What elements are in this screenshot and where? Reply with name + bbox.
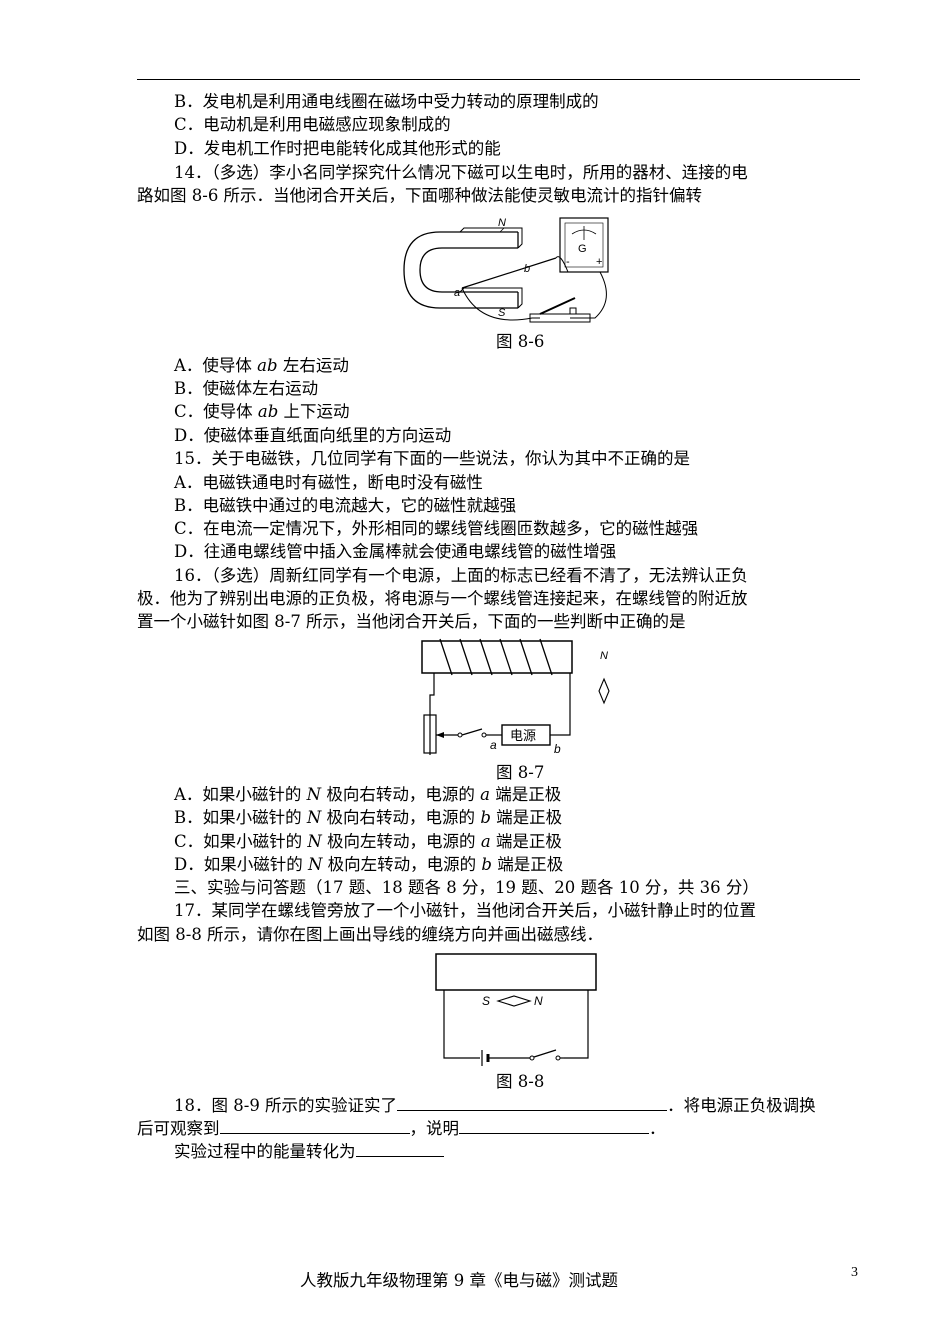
fig87-label-b: b [554,742,561,756]
page-number: 3 [851,1265,858,1280]
q16-option-d: D．如果小磁针的 N 极向左转动，电源的 b 端是正极 [174,855,564,874]
figure-8-8: S N [435,953,597,1066]
fig86-label-s: S [498,307,506,319]
q14-option-c: C．使导体 ab 上下运动 [174,402,350,421]
fig86-label-n: N [498,217,506,229]
q14-stem-line2: 路如图 8-6 所示．当他闭合开关后，下面哪种做法能使灵敏电流计的指针偏转 [137,186,703,205]
q18-line2: 后可观察到，说明． [137,1118,666,1138]
q16-stem-line3: 置一个小磁针如图 8-7 所示，当他闭合开关后，下面的一些判断中正确的是 [137,612,686,631]
figure-8-7: 电源 a b N [421,638,610,756]
compass-needle-icon [496,995,532,1007]
q15-option-a: A．电磁铁通电时有磁性，断电时没有磁性 [174,473,483,492]
q18-blank-3[interactable] [459,1118,649,1134]
q13-option-b: B．发电机是利用通电线圈在磁场中受力转动的原理制成的 [174,92,599,111]
section-3-heading: 三、实验与问答题（17 题、18 题各 8 分，19 题、20 题各 10 分，… [174,878,759,897]
figure-8-7-caption: 图 8-7 [496,763,545,782]
header-rule [137,79,860,80]
compass-needle-icon [598,677,610,705]
figure-8-8-caption: 图 8-8 [496,1072,545,1091]
q15-option-b: B．电磁铁中通过的电流越大，它的磁性就越强 [174,496,517,515]
fig86-label-minus: - [566,256,570,268]
fig87-label-n: N [600,650,608,662]
q18-line3: 实验过程中的能量转化为 [174,1141,444,1163]
q13-option-c: C．电动机是利用电磁感应现象制成的 [174,115,451,134]
fig88-label-s: S [482,994,490,1008]
fig87-label-a: a [490,738,497,752]
q14-option-b: B．使磁体左右运动 [174,379,319,398]
fig88-label-n: N [534,994,543,1008]
q13-option-d: D．发电机工作时把电能转化成其他形式的能 [174,139,501,158]
fig86-label-a: a [454,287,460,299]
q18-blank-2[interactable] [219,1118,410,1134]
q18-blank-4[interactable] [355,1141,444,1157]
fig86-label-g: G [578,243,587,255]
fig87-source-label: 电源 [510,728,536,743]
q18-blank-1[interactable] [397,1095,668,1111]
q15-option-d: D．往通电螺线管中插入金属棒就会使通电螺线管的磁性增强 [174,542,617,561]
q15-option-c: C．在电流一定情况下，外形相同的螺线管线圈匝数越多，它的磁性越强 [174,519,699,538]
q16-option-b: B．如果小磁针的 N 极向右转动，电源的 b 端是正极 [174,808,563,827]
fig86-label-plus: + [596,256,602,268]
q14-option-a: A．使导体 ab 左右运动 [174,356,349,375]
figure-8-6-caption: 图 8-6 [496,332,545,351]
q17-stem-line2: 如图 8-8 所示，请你在图上画出导线的缠绕方向并画出磁感线． [137,925,604,944]
q15-stem: 15．关于电磁铁，几位同学有下面的一些说法，你认为其中不正确的是 [174,449,690,468]
q16-stem-line1: 16．（多选）周新红同学有一个电源，上面的标志已经看不清了，无法辨认正负 [174,566,748,585]
q16-option-a: A．如果小磁针的 N 极向右转动，电源的 a 端是正极 [174,785,562,804]
q14-option-d: D．使磁体垂直纸面向纸里的方向运动 [174,426,452,445]
fig86-label-b: b [524,263,530,275]
q18-line1: 18．图 8-9 所示的实验证实了．将电源正负极调换 [174,1095,816,1115]
q16-option-c: C．如果小磁针的 N 极向左转动，电源的 a 端是正极 [174,832,562,851]
q14-stem-line1: 14．（多选）李小名同学探究什么情况下磁可以生电时，所用的器材、连接的电 [174,163,748,182]
page-footer: 人教版九年级物理第 9 章《电与磁》测试题 [300,1271,618,1290]
figure-8-6: N S a b G - + [403,217,609,323]
q16-stem-line2: 极．他为了辨别出电源的正负极，将电源与一个螺线管连接起来，在螺线管的附近放 [137,589,748,608]
q17-stem-line1: 17．某同学在螺线管旁放了一个小磁针，当他闭合开关后，小磁针静止时的位置 [174,901,756,920]
